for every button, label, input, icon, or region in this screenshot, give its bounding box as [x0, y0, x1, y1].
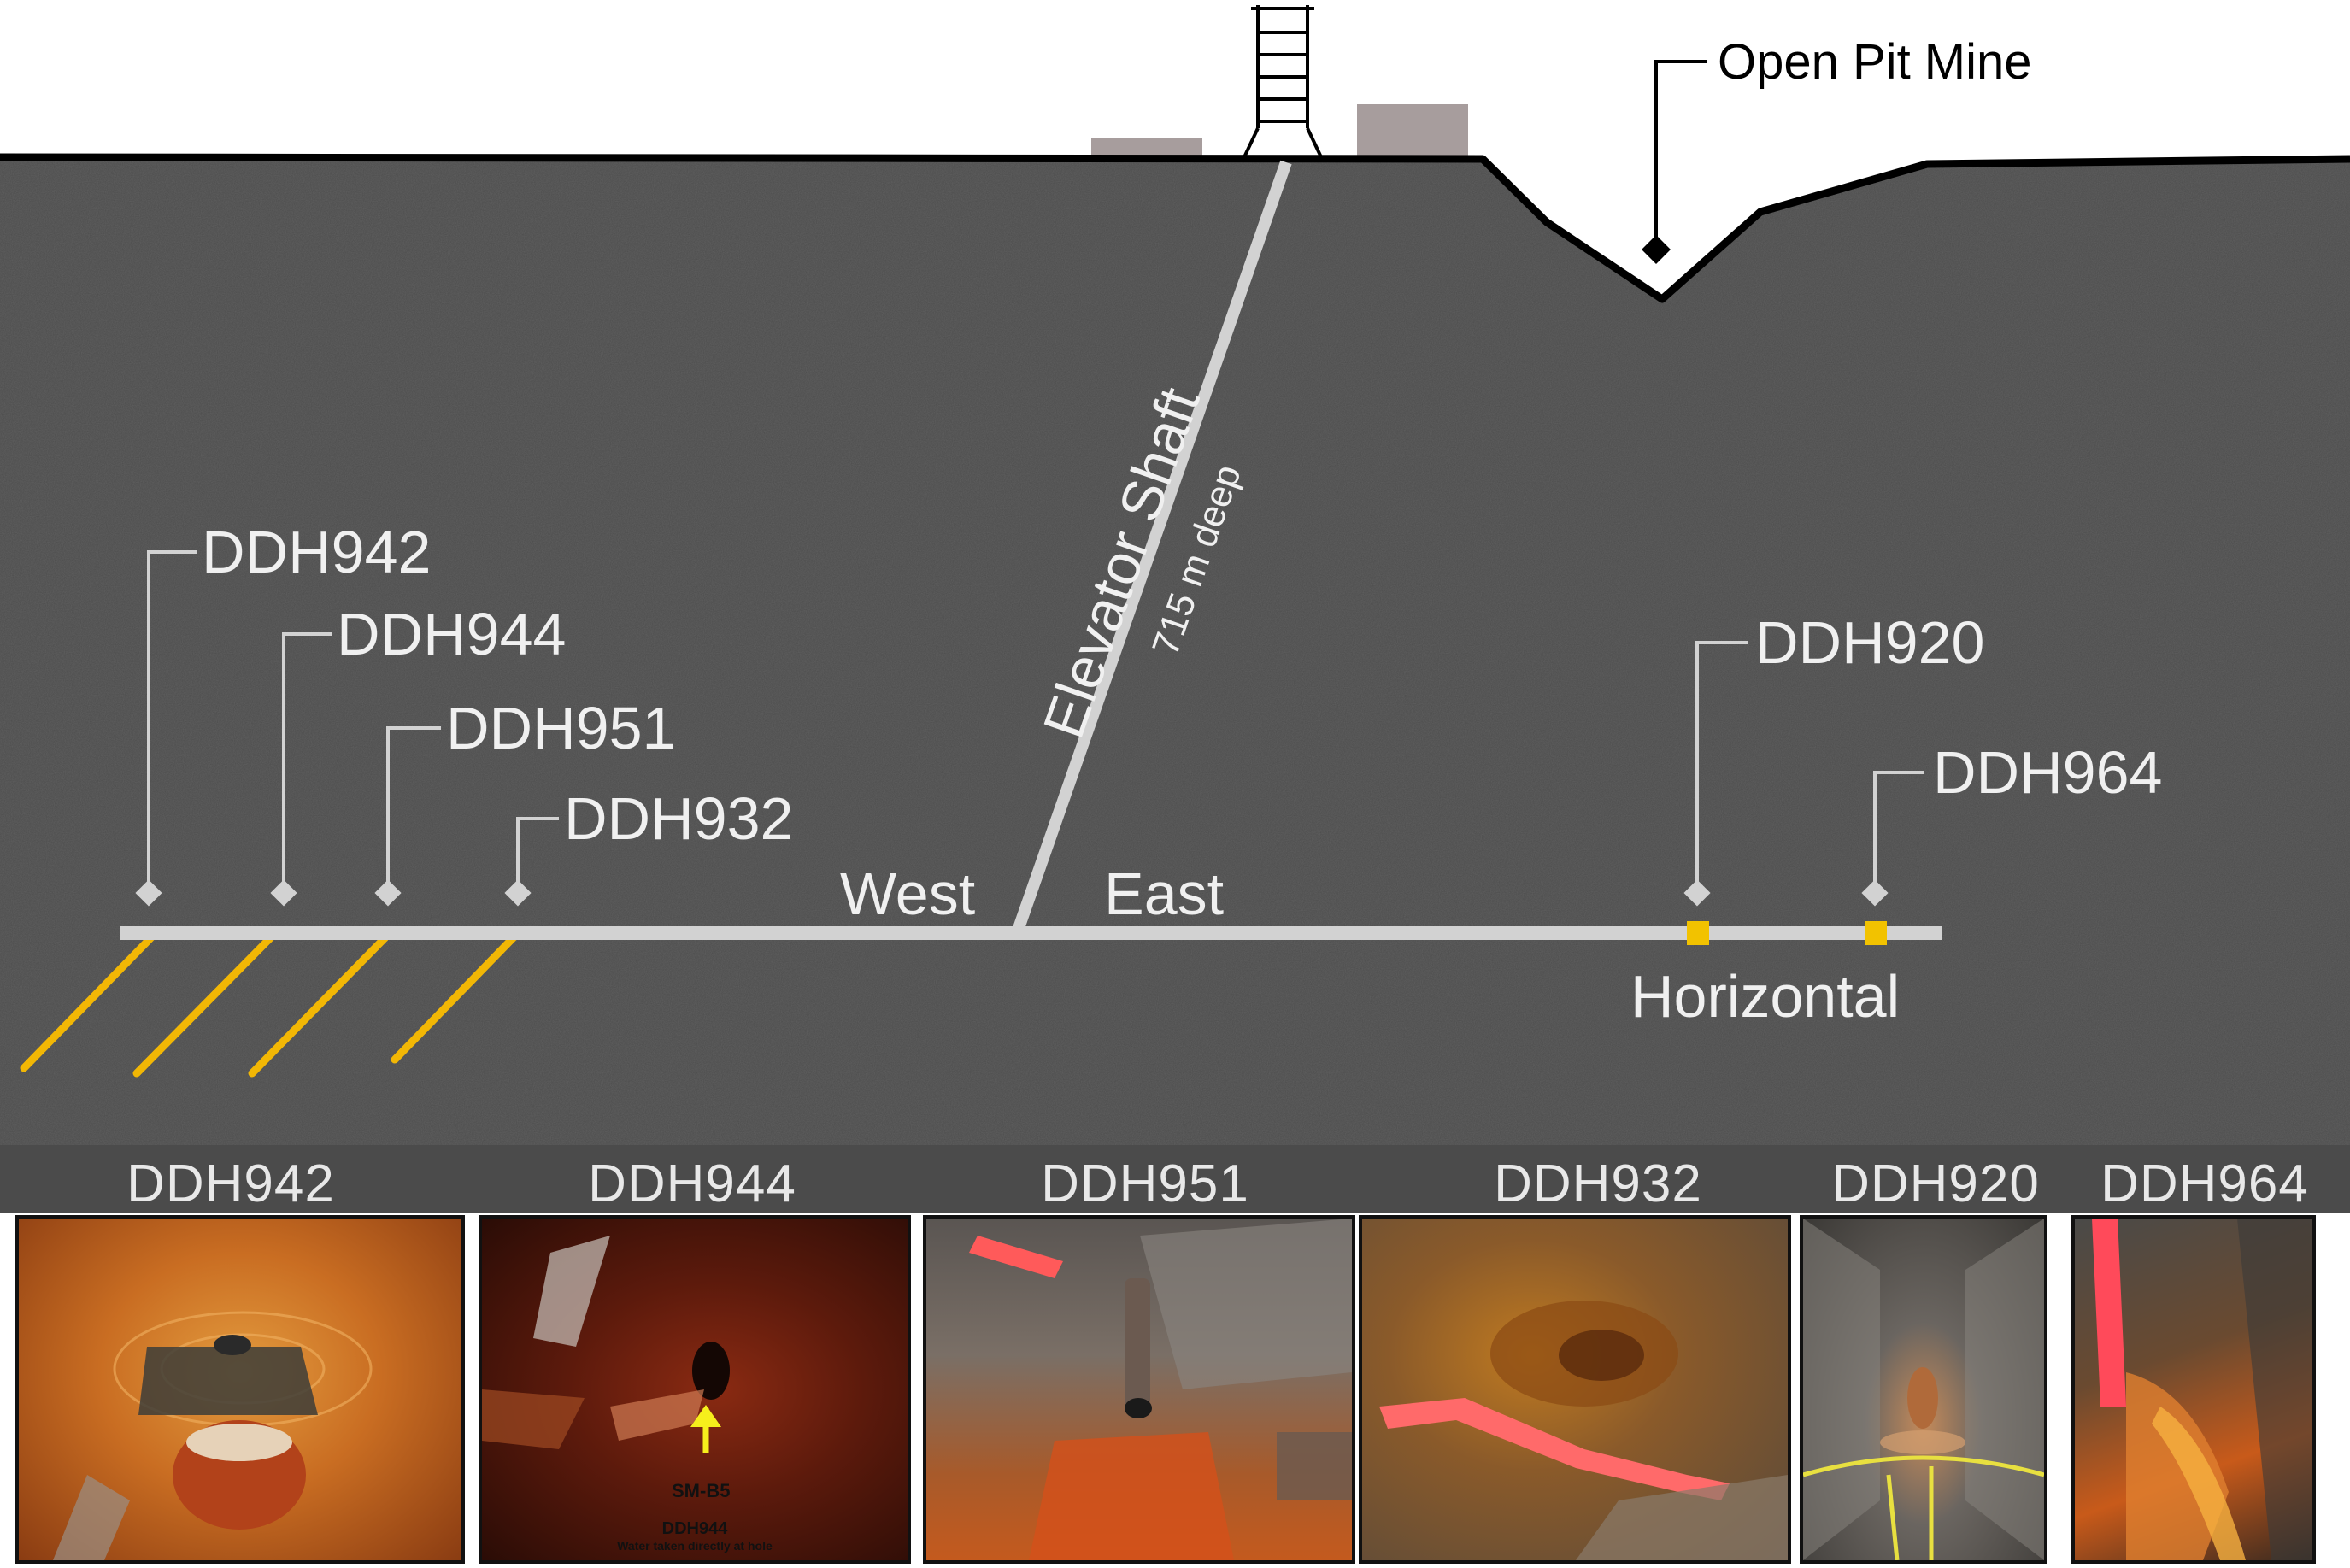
photo-caption-title: DDH944	[661, 1519, 728, 1538]
west-label: West	[840, 860, 975, 927]
open-pit-label: Open Pit Mine	[1718, 34, 2032, 90]
inclined-hole-ddh932	[391, 932, 519, 1064]
horizontal-hole-marker-ddh964	[1865, 921, 1887, 945]
photo-ddh932	[1359, 1215, 1791, 1564]
horizontal-label: Horizontal	[1630, 963, 1900, 1030]
photo-title-ddh944: DDH944	[588, 1154, 796, 1213]
callout-ddh942: DDH942	[135, 519, 431, 907]
callout-label-ddh964: DDH964	[1933, 739, 2162, 806]
east-label: East	[1104, 860, 1224, 927]
surface-building-right	[1357, 104, 1468, 159]
open-pit-leader	[1654, 60, 1707, 241]
photo-title-ddh942: DDH942	[126, 1154, 335, 1213]
inclined-hole-ddh942	[20, 932, 156, 1072]
callout-ddh964: DDH964	[1861, 739, 2162, 907]
callout-label-ddh920: DDH920	[1755, 609, 1984, 676]
inclined-hole-ddh951	[248, 932, 391, 1078]
photo-ddh964-image	[2092, 1219, 2312, 1560]
inclined-hole-ddh944	[132, 932, 276, 1078]
photo-ddh932-image	[1379, 1301, 1788, 1560]
callout-label-ddh951: DDH951	[446, 695, 675, 761]
photo-ddh951	[923, 1215, 1355, 1564]
inclined-holes	[20, 932, 519, 1078]
photo-ddh942-image	[53, 1311, 373, 1560]
callout-label-ddh932: DDH932	[564, 785, 793, 852]
callout-ddh944: DDH944	[270, 601, 566, 907]
callout-ddh920: DDH920	[1683, 609, 1984, 907]
photo-ddh944: SM-B5 DDH944 Water taken directly at hol…	[479, 1215, 911, 1564]
photo-ddh920-image	[1803, 1219, 2044, 1560]
callout-ddh932: DDH932	[504, 785, 793, 907]
cross-section-diagram: Open Pit Mine Elevator Shaft 715 m deep …	[0, 5, 2350, 1213]
ground-surface-line	[0, 153, 2350, 303]
headframe-tower	[1242, 5, 1324, 160]
horizontal-hole-marker-ddh920	[1687, 921, 1709, 945]
photo-title-ddh920: DDH920	[1831, 1154, 2040, 1213]
callout-ddh951: DDH951	[374, 695, 675, 907]
photo-strip	[0, 1145, 2350, 1213]
elevator-shaft	[1011, 160, 1292, 936]
photo-title-ddh932: DDH932	[1494, 1154, 1702, 1213]
callout-label-ddh944: DDH944	[337, 601, 566, 667]
photo-ddh942	[15, 1215, 465, 1564]
photo-title-ddh951: DDH951	[1041, 1154, 1249, 1213]
photo-ddh951-image	[969, 1219, 1352, 1560]
open-pit-marker	[1642, 235, 1671, 264]
photo-title-ddh964: DDH964	[2100, 1154, 2309, 1213]
photo-ddh964	[2071, 1215, 2316, 1564]
photo-ddh920	[1800, 1215, 2047, 1564]
rock-texture	[0, 157, 2350, 1213]
callout-label-ddh942: DDH942	[202, 519, 431, 585]
photo-caption-sub: Water taken directly at hole	[617, 1539, 773, 1553]
sample-tag: SM-B5	[672, 1480, 731, 1501]
sample-arrow-head	[690, 1405, 721, 1427]
photo-ddh944-image	[482, 1236, 730, 1453]
